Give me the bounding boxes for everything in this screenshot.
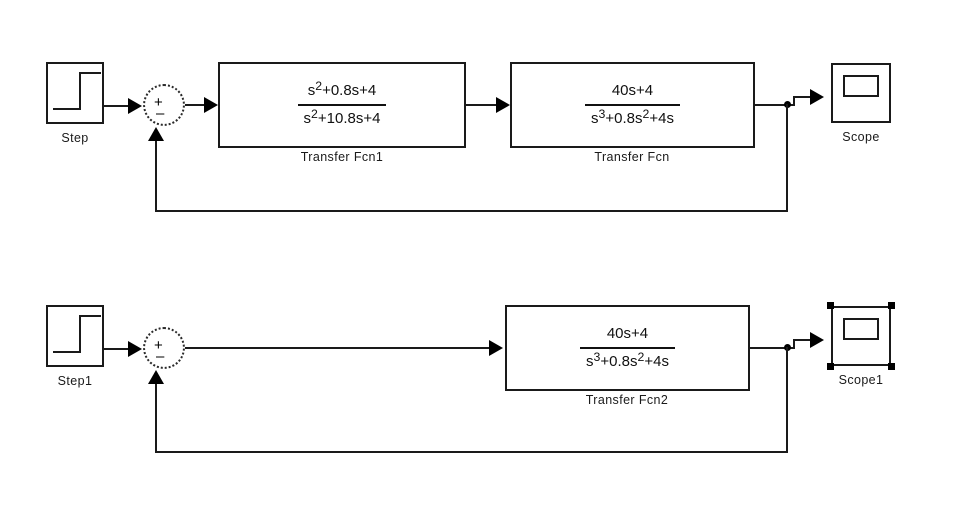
- feedback-wire-horizontal-1: [155, 210, 788, 212]
- transfer-fcn2-label: Transfer Fcn2: [585, 393, 669, 407]
- arrow-into-sum1-feedback: [148, 370, 164, 384]
- sum-minus-sign: –: [156, 105, 165, 122]
- step-block[interactable]: [46, 62, 104, 124]
- transfer-fcn1-numerator: s2+0.8s+4: [307, 78, 377, 99]
- transfer-fcn-block[interactable]: 40s+4 s3+0.8s2+4s: [510, 62, 755, 148]
- scope-screen-icon: [843, 318, 879, 340]
- feedback-wire-up-1: [155, 140, 157, 212]
- sum-junction[interactable]: + –: [143, 84, 185, 126]
- scope-block[interactable]: [831, 63, 891, 123]
- fraction-bar: [580, 346, 675, 349]
- transfer-fcn2-block[interactable]: 40s+4 s3+0.8s2+4s: [505, 305, 750, 391]
- transfer-fcn-equation: 40s+4 s3+0.8s2+4s: [585, 82, 680, 129]
- scope-screen-icon: [843, 75, 879, 97]
- transfer-fcn-numerator: 40s+4: [611, 81, 654, 99]
- arrow-into-scope: [810, 89, 824, 105]
- transfer-fcn2-equation: 40s+4 s3+0.8s2+4s: [580, 325, 675, 372]
- selection-handle-bottom-left[interactable]: [827, 363, 834, 370]
- feedback-wire-horizontal-2: [155, 451, 788, 453]
- selection-handle-bottom-right[interactable]: [888, 363, 895, 370]
- arrow-into-sum: [128, 98, 142, 114]
- feedback-wire-up-2: [155, 383, 157, 453]
- transfer-fcn1-label: Transfer Fcn1: [300, 150, 384, 164]
- feedback-wire-down-2: [786, 347, 788, 453]
- arrow-into-scope1: [810, 332, 824, 348]
- arrow-into-tf: [496, 97, 510, 113]
- step1-block[interactable]: [46, 305, 104, 367]
- transfer-fcn2-denominator: s3+0.8s2+4s: [586, 349, 669, 370]
- transfer-fcn-label: Transfer Fcn: [594, 150, 670, 164]
- arrow-into-sum-feedback: [148, 127, 164, 141]
- scope1-block-label: Scope1: [838, 373, 884, 387]
- wire-tf-to-branch: [755, 104, 795, 106]
- step-waveform-icon: [48, 307, 102, 365]
- step-waveform-icon: [48, 64, 102, 122]
- transfer-fcn1-block[interactable]: s2+0.8s+4 s2+10.8s+4: [218, 62, 466, 148]
- wire-sum1-to-tf2: [185, 347, 494, 349]
- sum-minus-sign: –: [156, 348, 165, 365]
- transfer-fcn1-denominator: s2+10.8s+4: [303, 106, 381, 127]
- wire-branch-riser: [793, 96, 795, 106]
- selection-handle-top-left[interactable]: [827, 302, 834, 309]
- fraction-bar: [585, 103, 680, 106]
- fraction-bar: [297, 103, 387, 106]
- step1-block-label: Step1: [57, 374, 93, 388]
- wire-step-to-sum: [104, 105, 130, 107]
- selection-handle-top-right[interactable]: [888, 302, 895, 309]
- transfer-fcn1-equation: s2+0.8s+4 s2+10.8s+4: [297, 78, 387, 129]
- wire-branch-riser: [793, 339, 795, 349]
- wire-branch-to-scope: [793, 96, 813, 98]
- sum1-junction[interactable]: + –: [143, 327, 185, 369]
- scope-block-label: Scope: [842, 130, 880, 144]
- arrow-into-tf2: [489, 340, 503, 356]
- sum-plus-sign: +: [154, 337, 163, 354]
- feedback-wire-down-1: [786, 104, 788, 212]
- arrow-into-sum1: [128, 341, 142, 357]
- wire-branch-to-scope1: [793, 339, 813, 341]
- wire-sum-to-tf1: [185, 104, 209, 106]
- wire-tf1-to-tf: [466, 104, 502, 106]
- sum-plus-sign: +: [154, 94, 163, 111]
- arrow-into-tf1: [204, 97, 218, 113]
- wire-tf2-to-branch: [750, 347, 795, 349]
- transfer-fcn2-numerator: 40s+4: [606, 324, 649, 342]
- wire-step1-to-sum1: [104, 348, 130, 350]
- scope1-block[interactable]: [831, 306, 891, 366]
- step-block-label: Step: [61, 131, 89, 145]
- transfer-fcn-denominator: s3+0.8s2+4s: [591, 106, 674, 127]
